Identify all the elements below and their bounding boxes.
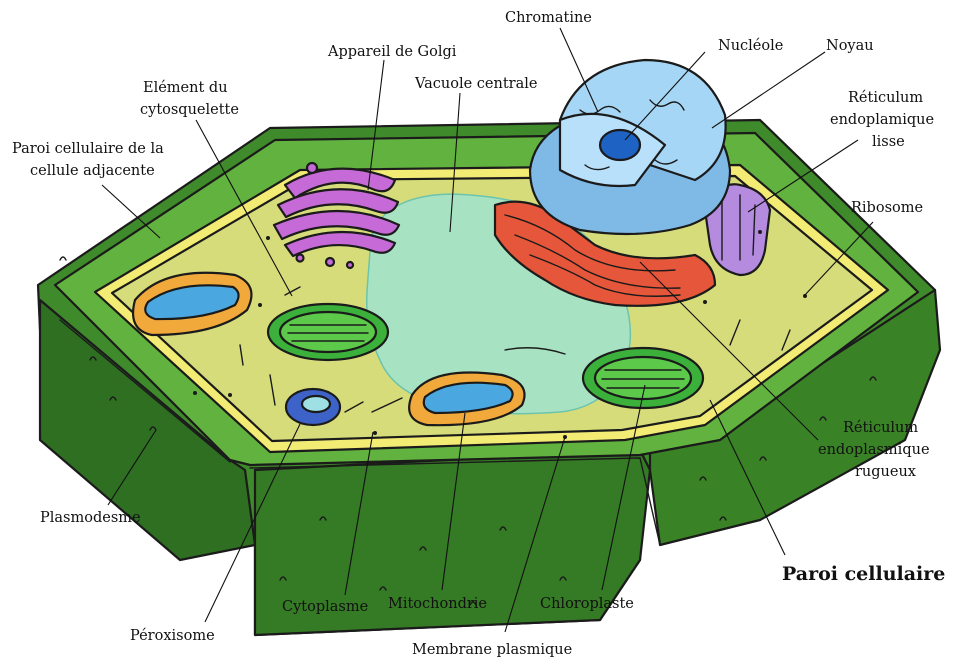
label-rel-1: Réticulum: [848, 90, 923, 106]
label-golgi: Appareil de Golgi: [327, 44, 457, 60]
label-vacuole: Vacuole centrale: [414, 76, 537, 92]
label-cytosquelette-1: Elément du: [143, 80, 228, 96]
label-rel-2: endoplamique: [830, 112, 934, 128]
nucleus: [530, 60, 730, 234]
chloroplast-right: [583, 348, 703, 408]
label-paroi-cellulaire: Paroi cellulaire: [782, 563, 945, 585]
label-nucleole: Nucléole: [718, 38, 783, 54]
label-peroxisome: Péroxisome: [130, 628, 215, 644]
label-cytoplasme: Cytoplasme: [282, 599, 368, 615]
label-rer-3: rugueux: [855, 464, 916, 480]
label-rer-1: Réticulum: [843, 420, 918, 436]
chloroplast-left: [268, 304, 388, 360]
label-noyau: Noyau: [826, 38, 874, 54]
label-rel-3: lisse: [872, 134, 905, 150]
label-paroi-adjacente-1: Paroi cellulaire de la: [12, 141, 164, 157]
label-cytosquelette-2: cytosquelette: [140, 102, 239, 118]
label-paroi-adjacente-2: cellule adjacente: [30, 163, 155, 179]
label-plasmodesme: Plasmodesme: [40, 510, 141, 526]
label-membrane: Membrane plasmique: [412, 642, 572, 658]
nucleolus: [600, 130, 640, 160]
label-mitochondrie: Mitochondrie: [388, 596, 487, 612]
peroxisome: [286, 389, 340, 425]
label-ribosome: Ribosome: [851, 200, 923, 216]
label-rer-2: endoplasmique: [818, 442, 930, 458]
label-chloroplaste: Chloroplaste: [540, 596, 634, 612]
label-chromatine: Chromatine: [505, 10, 592, 26]
